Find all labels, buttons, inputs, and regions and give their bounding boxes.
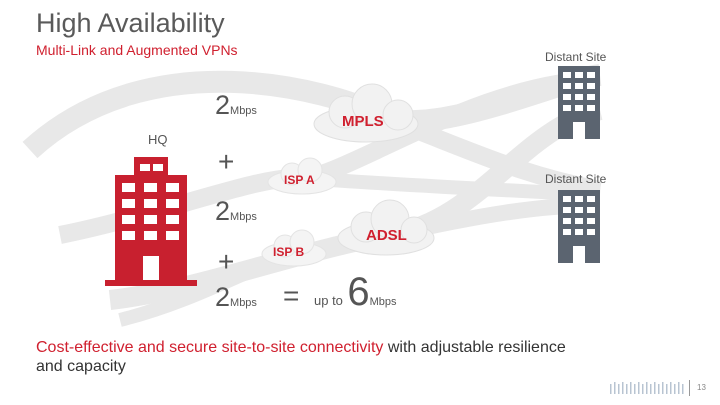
vendor-logo-icon bbox=[610, 380, 690, 396]
page-subtitle: Multi-Link and Augmented VPNs bbox=[36, 42, 238, 58]
link-speed-3-value: 2 bbox=[215, 282, 231, 312]
distant-site-top-label: Distant Site bbox=[545, 50, 607, 64]
isp-b-label: ISP B bbox=[273, 245, 305, 259]
mpls-label: MPLS bbox=[342, 113, 384, 130]
link-speed-1-unit: Mbps bbox=[230, 105, 257, 117]
summary-text: Cost-effective and secure site-to-site c… bbox=[36, 338, 596, 376]
link-speed-2: 2Mbps bbox=[215, 196, 257, 227]
hq-building-icon bbox=[105, 157, 197, 286]
link-speed-2-value: 2 bbox=[215, 196, 231, 226]
total-value: 6 bbox=[347, 270, 370, 314]
adsl-label: ADSL bbox=[366, 227, 407, 244]
link-speed-3-unit: Mbps bbox=[230, 297, 257, 309]
total-prefix: up to bbox=[314, 293, 343, 308]
plus-sign-2: + bbox=[218, 246, 235, 277]
distant-site-mid-building-icon bbox=[558, 190, 600, 263]
equals-sign: = bbox=[283, 280, 300, 311]
distant-site-top-building-icon bbox=[558, 66, 600, 139]
isp-a-label: ISP A bbox=[284, 173, 315, 187]
distant-site-mid-label: Distant Site bbox=[545, 172, 607, 186]
total-bandwidth: up to 6Mbps bbox=[314, 270, 397, 315]
summary-rest: with adjustable resilience and capacity bbox=[36, 339, 566, 375]
link-speed-3: 2Mbps bbox=[215, 282, 257, 313]
link-speed-1: 2Mbps bbox=[215, 90, 257, 121]
plus-sign-1: + bbox=[218, 146, 235, 177]
hq-label: HQ bbox=[148, 132, 168, 147]
link-speed-1-value: 2 bbox=[215, 90, 231, 120]
isp-a-cloud-icon bbox=[267, 157, 337, 195]
mpls-cloud-icon bbox=[313, 83, 419, 143]
link-speed-2-unit: Mbps bbox=[230, 211, 257, 223]
adsl-cloud-icon bbox=[337, 199, 435, 256]
page-number: 13 bbox=[697, 383, 706, 392]
isp-b-cloud-icon bbox=[261, 229, 327, 267]
total-unit: Mbps bbox=[369, 296, 397, 308]
page-title: High Availability bbox=[36, 8, 225, 38]
summary-highlight: Cost-effective and secure site-to-site c… bbox=[36, 339, 384, 356]
